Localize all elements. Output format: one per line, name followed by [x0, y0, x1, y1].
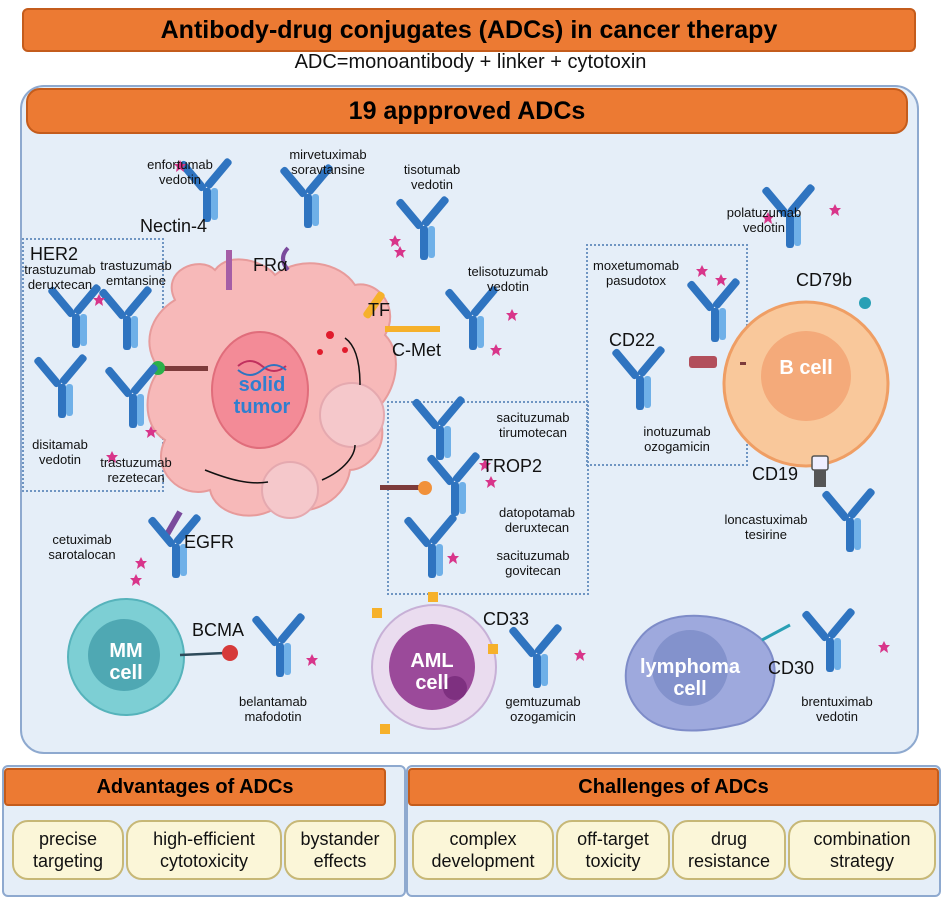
adc-formula: ADC=monoantibody + linker + cytotoxin — [294, 51, 647, 73]
aml-cell-label: AML cell — [410, 650, 454, 694]
lymphoma-cell-label: lymphoma cell — [639, 656, 741, 700]
cd79b-label: CD79b — [796, 270, 853, 290]
panel-title: 19 appproved ADCs — [26, 88, 908, 134]
bcma-label: BCMA — [192, 620, 245, 640]
mm-cell-label: MM cell — [109, 640, 143, 684]
nectin-4-label: Nectin-4 — [140, 216, 208, 236]
fra-label: FRα — [253, 255, 288, 275]
b-cell-label: B cell — [779, 357, 833, 379]
tumor-cell-label: solid tumor — [233, 374, 291, 418]
cd19-label: CD19 — [752, 464, 799, 484]
c-met-label: C-Met — [392, 340, 441, 360]
challenges-title: Challenges of ADCs — [408, 768, 939, 806]
cd22-label: CD22 — [609, 330, 656, 350]
egfr-label: EGFR — [184, 532, 235, 552]
cd33-label: CD33 — [483, 609, 530, 629]
tf-label: TF — [368, 300, 390, 320]
main-title: Antibody-drug conjugates (ADCs) in cance… — [22, 8, 916, 52]
advantages-title: Advantages of ADCs — [4, 768, 386, 806]
her2-label: HER2 — [30, 244, 79, 264]
trop2-group-box — [387, 401, 589, 595]
trop2-label: TROP2 — [482, 456, 543, 476]
cd30-label: CD30 — [768, 658, 815, 678]
